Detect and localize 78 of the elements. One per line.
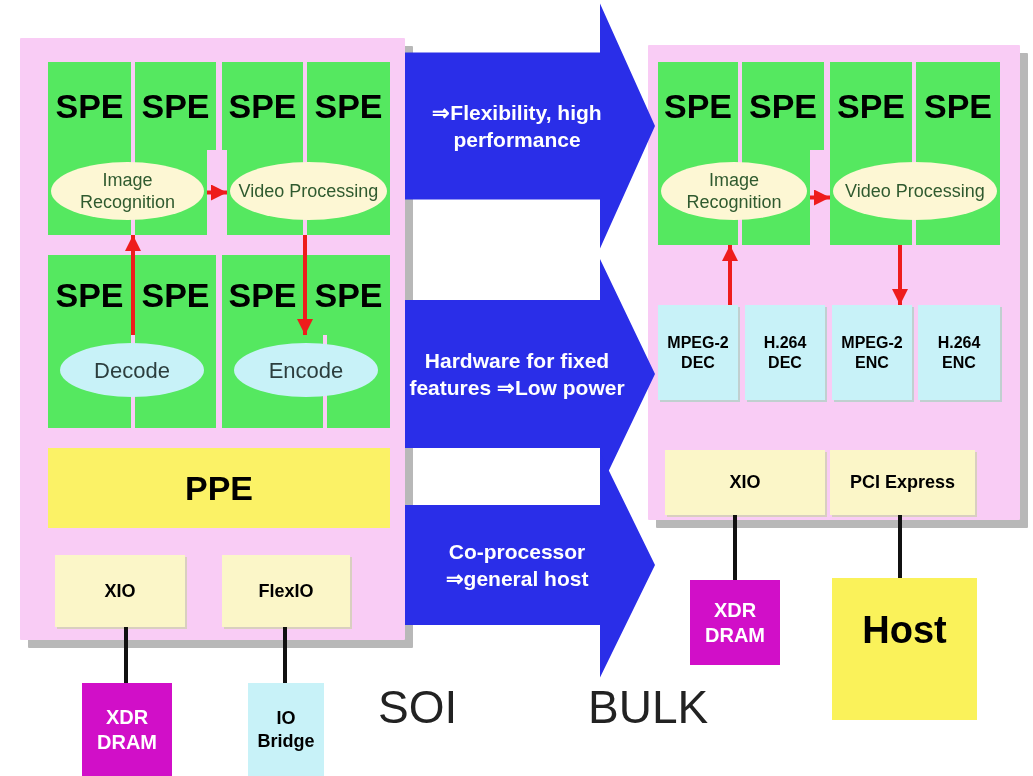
- arrow: [297, 235, 313, 335]
- task-panel: [48, 150, 207, 235]
- block-label: PPE: [183, 467, 254, 509]
- block-label: Host: [861, 608, 948, 653]
- block-label: SPE: [922, 85, 993, 127]
- block-label: MPEG-2 ENC: [840, 332, 904, 373]
- block-label: MPEG-2 DEC: [666, 332, 730, 373]
- spe-block: [222, 62, 303, 150]
- block-label: H.264 DEC: [762, 332, 808, 373]
- block-label: SPE: [313, 85, 384, 127]
- io-block: [222, 555, 350, 627]
- arrow: [810, 189, 830, 206]
- connector-line: [283, 627, 287, 683]
- arrow: [722, 245, 738, 305]
- block-label: SPE: [747, 85, 818, 127]
- bridge-block: [248, 683, 324, 776]
- connector-line: [898, 515, 902, 578]
- task-label: Encode: [267, 356, 345, 385]
- task-label: Decode: [93, 356, 171, 385]
- spe-block: [830, 62, 912, 150]
- spe-block: [742, 62, 824, 150]
- block-label: SPE: [54, 274, 125, 316]
- task-label: Video Processing: [844, 179, 986, 203]
- block-label: IO Bridge: [256, 707, 316, 752]
- block-label: SPE: [54, 85, 125, 127]
- edge-label: Co-processor ⇒general host: [444, 538, 590, 592]
- spe-block: [658, 62, 738, 150]
- task-panel: [830, 150, 1000, 245]
- task-panel: [222, 335, 390, 428]
- process-label: BULK: [588, 684, 709, 730]
- io-block: [55, 555, 185, 627]
- spe-block: [48, 255, 131, 335]
- spe-block: [222, 255, 303, 335]
- block-label: SPE: [227, 85, 298, 127]
- block-label: SPE: [140, 274, 211, 316]
- edge-label: ⇒Flexibility, high performance: [431, 99, 603, 153]
- block-label: PCI Express: [848, 471, 957, 494]
- task-label: Image Recognition: [685, 168, 783, 214]
- codec-block: [658, 305, 738, 400]
- task-label: Image Recognition: [78, 168, 177, 214]
- block-label: SPE: [662, 85, 733, 127]
- edge-label: Hardware for fixed features ⇒Low power: [408, 347, 626, 401]
- task-panel: [48, 335, 216, 428]
- block-label: SPE: [313, 274, 384, 316]
- block-label: SPE: [835, 85, 906, 127]
- memory-block: [690, 580, 780, 665]
- block-label: SPE: [227, 274, 298, 316]
- spe-block: [135, 255, 216, 335]
- connector-line: [124, 627, 128, 683]
- spe-block: [307, 62, 390, 150]
- task-panel: [227, 150, 390, 235]
- block-label: SPE: [140, 85, 211, 127]
- block-arrow: [405, 3, 655, 249]
- codec-block: [918, 305, 1000, 400]
- codec-block: [745, 305, 825, 400]
- process-label: SOI: [378, 684, 458, 730]
- spe-block: [307, 255, 390, 335]
- block-label: XDR DRAM: [704, 597, 766, 648]
- codec-block: [832, 305, 912, 400]
- block-label: XIO: [103, 579, 137, 603]
- io-block: [665, 450, 825, 515]
- arrow: [892, 245, 908, 305]
- spe-block: [135, 62, 216, 150]
- spe-block: [916, 62, 1000, 150]
- block-label: H.264 ENC: [936, 332, 982, 373]
- arrow: [125, 235, 141, 335]
- spe-block: [48, 62, 131, 150]
- host-block: [832, 578, 977, 720]
- block-label: FlexIO: [257, 579, 315, 603]
- io-block: [830, 450, 975, 515]
- block-label: XDR DRAM: [96, 704, 158, 755]
- task-label: Video Processing: [237, 179, 380, 203]
- ppe-block: [48, 448, 390, 528]
- arrow: [207, 184, 227, 201]
- memory-block: [82, 683, 172, 776]
- connector-line: [733, 515, 737, 580]
- block-label: XIO: [728, 471, 762, 494]
- task-panel: [658, 150, 810, 245]
